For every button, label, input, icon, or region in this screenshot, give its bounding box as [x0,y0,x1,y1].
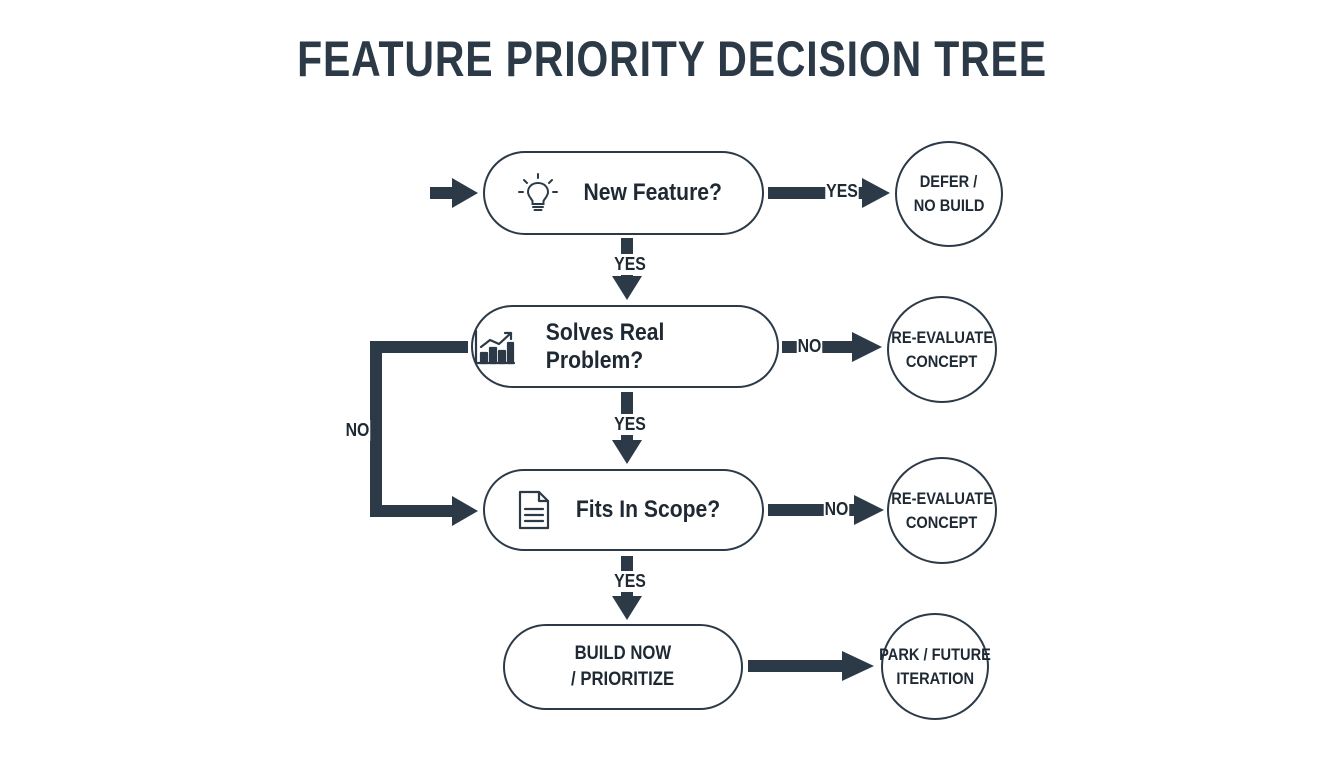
bar-chart-icon [473,327,517,367]
edge-label-fits-to-reevaluate: NO [823,499,850,520]
outcome-reevaluate-1-line1: RE-EVALUATE [891,327,993,347]
edge-label-solves-loop-to-fits: NO [344,420,371,441]
lightbulb-icon [516,171,560,215]
decision-solves-real-problem-label: Solves Real Problem? [545,318,665,374]
outcome-park-line2: ITERATION [896,668,974,688]
edge-label-new-to-defer: YES [825,181,859,202]
document-icon [516,489,552,531]
diagram-title: FEATURE PRIORITY DECISION TREE [297,31,1047,87]
outcome-park-line1: PARK / FUTURE [879,644,991,664]
outcome-reevaluate-2-line2: CONCEPT [906,512,978,532]
outcome-build-now-line1: BUILD NOW [574,643,672,664]
decision-solves-real-problem: Solves Real Problem? [471,305,779,388]
arrow-solves-loop-to-fits [370,341,478,526]
arrow-build-to-park [748,651,874,681]
outcome-reevaluate-1-line2: CONCEPT [906,351,978,371]
edge-label-new-to-solves: YES [613,254,647,275]
outcome-reevaluate-concept-2: RE-EVALUATE CONCEPT [887,457,997,564]
edge-label-solves-to-reevaluate: NO [796,336,823,357]
edge-label-solves-to-fits: YES [613,414,647,435]
outcome-build-now-line2: / PRIORITIZE [571,669,675,690]
decision-new-feature: New Feature? [483,151,764,235]
edge-label-fits-to-build: YES [613,571,647,592]
outcome-reevaluate-concept-1: RE-EVALUATE CONCEPT [887,296,997,403]
outcome-defer-no-build: DEFER / NO BUILD [895,141,1003,247]
decision-fits-in-scope-label: Fits In Scope? [576,496,721,523]
decision-new-feature-label: New Feature? [583,179,722,206]
decision-fits-in-scope: Fits In Scope? [483,469,764,551]
outcome-reevaluate-2-line1: RE-EVALUATE [891,488,993,508]
outcome-park-future-iteration: PARK / FUTURE ITERATION [879,613,991,720]
outcome-build-now: BUILD NOW / PRIORITIZE [503,624,743,710]
outcome-defer-line1: DEFER / [920,172,978,191]
entry-arrow [430,178,478,208]
outcome-defer-line2: NO BUILD [913,196,985,215]
